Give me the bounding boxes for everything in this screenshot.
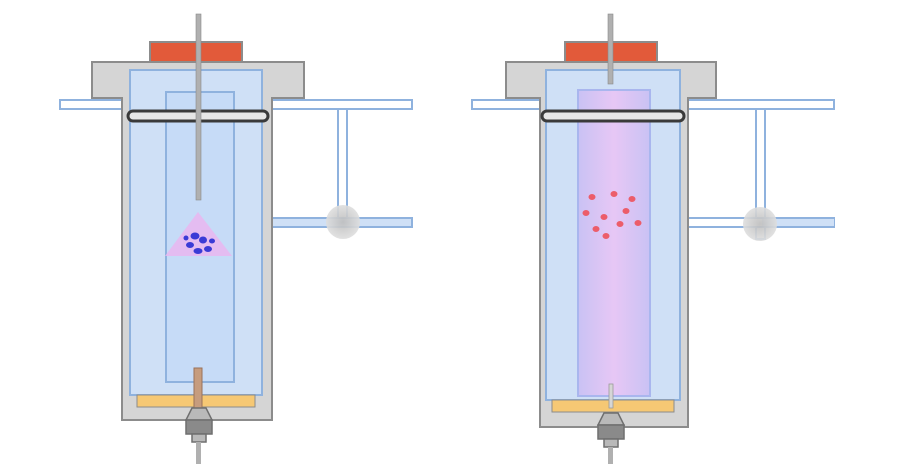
right-valve-junction-icon: [743, 207, 777, 241]
right-tube-ring: [540, 109, 686, 123]
valve-junction-icon: [326, 205, 360, 239]
left-cell: [59, 13, 413, 464]
right-cell: [471, 13, 835, 464]
right-inner-tube: [577, 89, 651, 397]
ion-cluster-icon: [183, 232, 215, 254]
right-bottom-wire: [608, 383, 614, 409]
left-wire: [195, 13, 202, 201]
dispersed-ions-icon: [582, 191, 642, 239]
injector-nozzle-icon: [184, 407, 214, 464]
right-branch-pipe-fill: [762, 219, 834, 226]
left-bottom-rod: [193, 367, 203, 409]
right-injector-nozzle-icon: [596, 412, 626, 464]
right-wire: [607, 13, 614, 85]
left-side-pipe: [337, 108, 348, 222]
